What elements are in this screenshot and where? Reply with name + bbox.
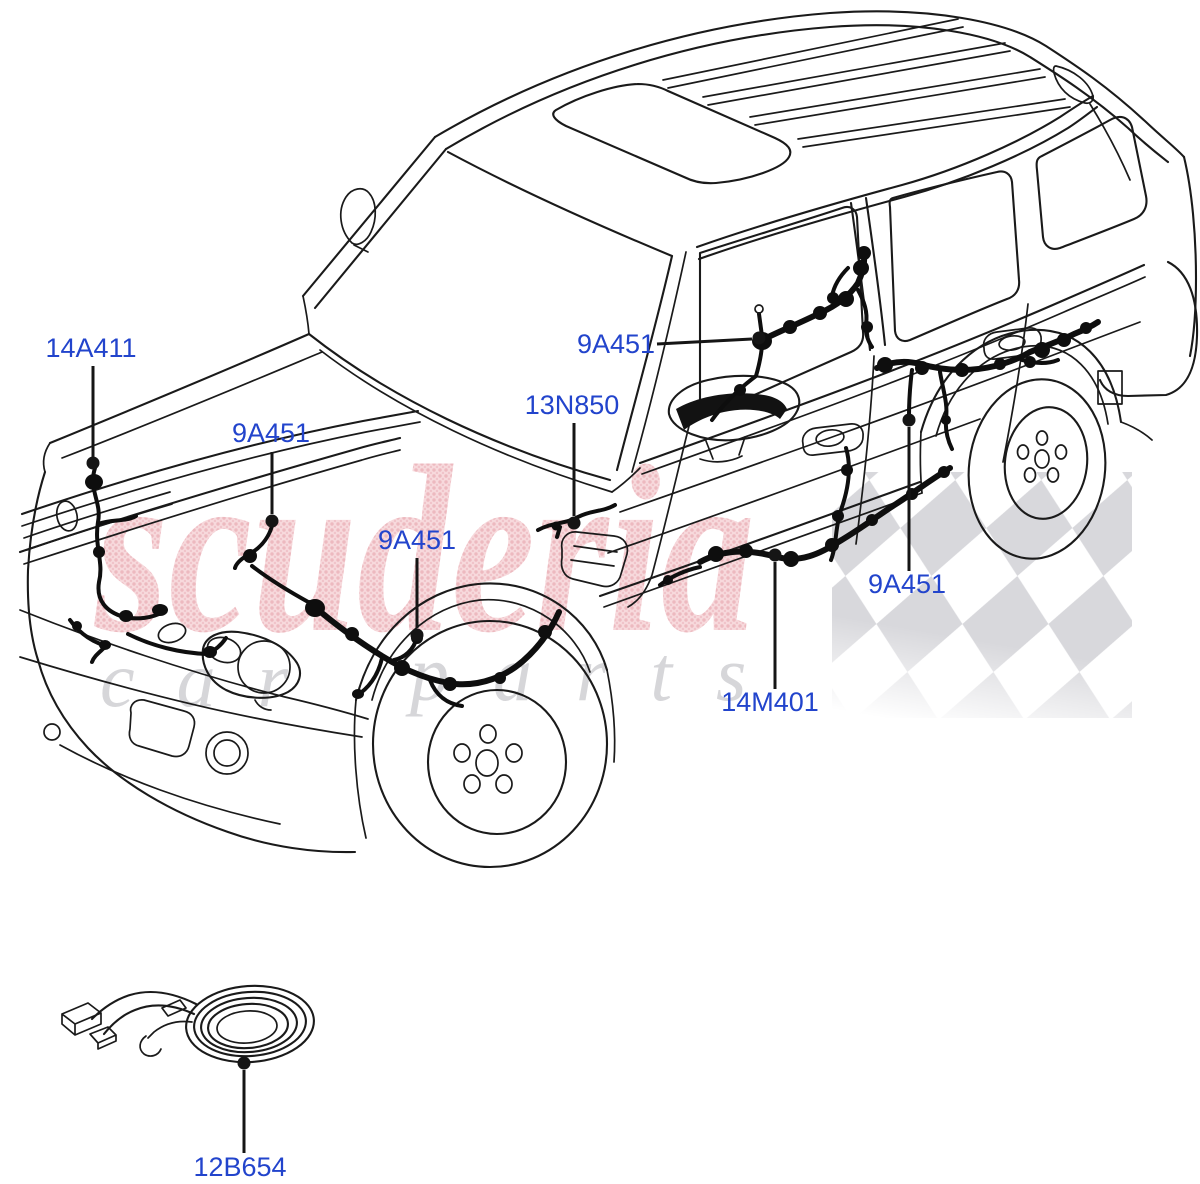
rear-wheel <box>967 378 1107 560</box>
harness-cowl <box>536 503 617 539</box>
part-number-label[interactable]: 9A451 <box>868 569 946 599</box>
part-number-label[interactable]: 14A411 <box>45 333 136 363</box>
callout-9A451-rear-door: 9A451 <box>868 413 946 599</box>
leader-dot <box>410 628 424 642</box>
vehicle-line-art <box>18 10 1199 869</box>
front-wheel <box>371 619 609 869</box>
harness-engine-bay <box>85 466 168 622</box>
part-number-label[interactable]: 9A451 <box>232 418 310 448</box>
sunroof <box>552 82 792 185</box>
callout-12B654: 12B654 <box>193 1056 287 1182</box>
callout-9A451-engine: 9A451 <box>232 418 310 528</box>
part-number-label[interactable]: 12B654 <box>193 1152 286 1182</box>
callout-9A451-a-pillar: 9A451 <box>577 329 766 359</box>
part-number-label[interactable]: 9A451 <box>378 525 456 555</box>
front-door-handle <box>801 423 864 456</box>
fender-vent <box>560 531 629 588</box>
harness-door-run <box>829 349 1033 562</box>
rear-end <box>919 155 1199 441</box>
leader-dot <box>567 516 581 530</box>
part-number-label[interactable]: 9A451 <box>577 329 655 359</box>
leader-dot <box>237 1056 251 1070</box>
leader-dot <box>768 548 782 562</box>
leader-dot <box>86 456 100 470</box>
front-fender <box>353 531 629 839</box>
connector-plug-small <box>89 1026 117 1050</box>
grille-badge <box>157 622 187 644</box>
fog-lamp <box>205 731 249 775</box>
part-number-label[interactable]: 14M401 <box>721 687 819 717</box>
roof-ribs <box>662 18 1071 148</box>
harness-firewall <box>233 524 562 708</box>
harness-a-pillar <box>710 246 874 422</box>
windshield <box>301 135 687 493</box>
callout-13N850: 13N850 <box>525 390 620 530</box>
harness-bracket <box>161 999 187 1017</box>
part-number-label[interactable]: 13N850 <box>525 390 620 420</box>
callout-14A411: 14A411 <box>45 333 137 470</box>
callouts: 14A411 9A451 9A451 13N850 9A451 9A451 <box>45 329 946 1182</box>
roof <box>339 10 1186 261</box>
rear-door-window <box>888 170 1021 343</box>
harness-clip <box>139 1035 162 1057</box>
watermark-layer: scuderia car parts <box>93 416 1132 723</box>
wiring-harness-overlays <box>68 246 1101 708</box>
callout-9A451-fender: 9A451 <box>378 525 456 642</box>
leader-dot <box>902 413 916 427</box>
connector-plug-large <box>61 1002 102 1036</box>
harness-sill <box>658 465 953 587</box>
tow-eye <box>43 723 61 741</box>
callout-14M401: 14M401 <box>721 548 819 717</box>
quarter-window <box>1035 115 1148 250</box>
harness-kit-illustration <box>61 984 315 1064</box>
harness-rear-quarter <box>1020 319 1101 368</box>
bumper-intake <box>128 699 196 758</box>
corner-lamp <box>55 500 79 532</box>
door-mirror <box>667 374 801 463</box>
leader-line <box>656 337 753 346</box>
leader-dot <box>265 514 279 528</box>
leader-dot <box>752 331 766 345</box>
harness-bumper <box>68 618 228 664</box>
roof-antenna <box>339 187 377 253</box>
